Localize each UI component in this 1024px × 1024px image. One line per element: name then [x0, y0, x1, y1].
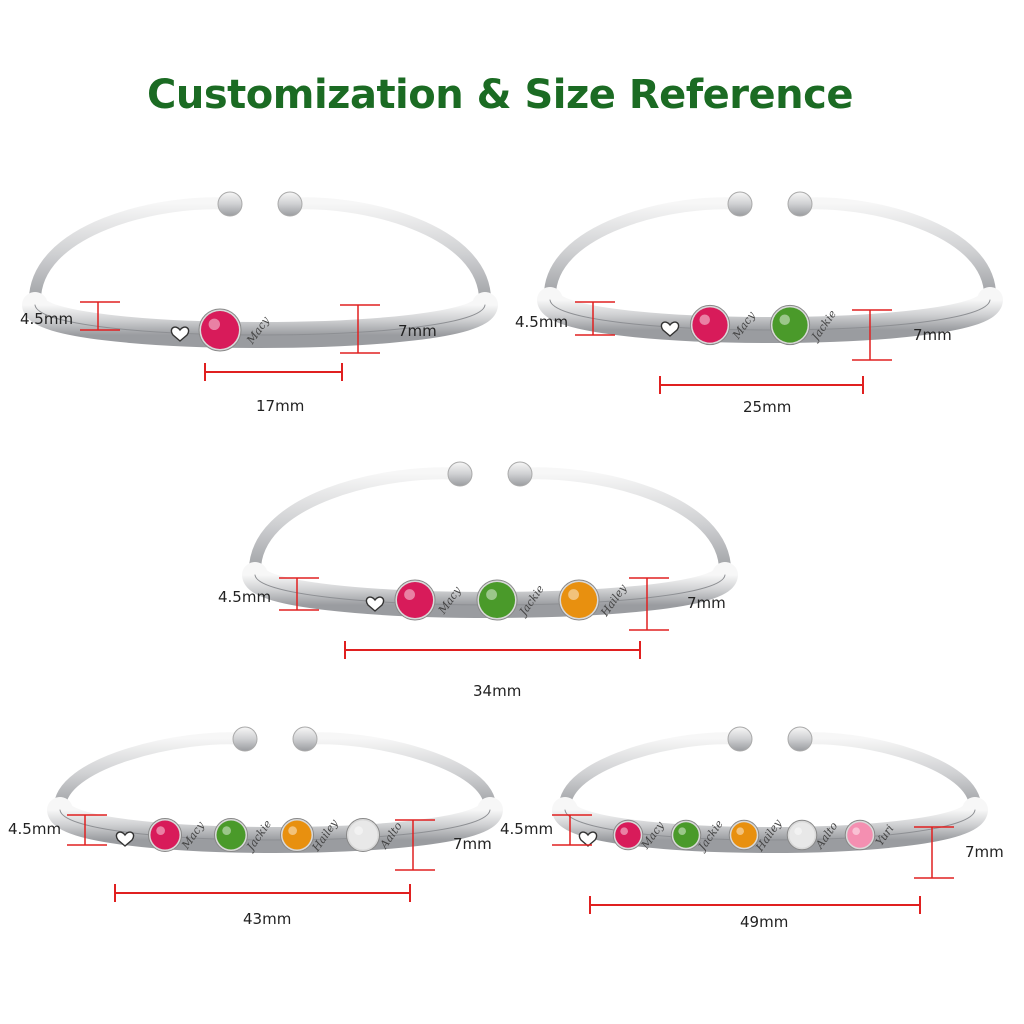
stone-highlight	[736, 827, 744, 835]
thickness-label: 4.5mm	[515, 313, 569, 331]
thickness-label: 4.5mm	[500, 820, 554, 838]
birthstone-peridot	[772, 307, 808, 343]
stone-highlight	[568, 589, 579, 600]
cuff-end-ball	[277, 191, 303, 217]
heart-icon	[365, 596, 385, 612]
height-label: 7mm	[687, 594, 726, 612]
height-label: 7mm	[453, 835, 492, 853]
cuff-band-outline	[564, 809, 976, 841]
cuff-end-ball	[787, 191, 813, 217]
birthstone-ruby	[201, 311, 239, 349]
heart-icon	[660, 321, 680, 337]
birthstone-peridot	[216, 820, 246, 850]
cuff-left-arc	[53, 732, 253, 816]
birthstone-peridot	[478, 581, 516, 619]
cuff-left-arc	[543, 197, 748, 306]
heart-icon	[578, 831, 598, 847]
height-label: 7mm	[965, 843, 1004, 861]
cuff-left-arc	[248, 467, 468, 581]
cuff-band-outline	[34, 304, 486, 336]
cuff-right-arc	[792, 732, 982, 816]
birthstone-diamond	[348, 820, 378, 850]
cuff-end-ball	[507, 461, 533, 487]
stone-highlight	[852, 827, 860, 835]
birthstone-peridot	[673, 822, 699, 848]
width-label: 34mm	[473, 682, 522, 700]
stone-highlight	[779, 314, 790, 325]
cuff-left-arc	[28, 197, 238, 311]
cuff-end-ball	[292, 726, 318, 752]
birthstone-citrine	[560, 581, 598, 619]
bracelet-panel-1-stone: Macy 4.5mm 7mm 17mm	[20, 180, 500, 420]
width-label: 17mm	[256, 397, 305, 415]
height-label: 7mm	[913, 326, 952, 344]
stone-highlight	[288, 826, 298, 835]
heart-icon	[115, 831, 135, 847]
cuff-right-arc	[792, 197, 997, 306]
thickness-label: 4.5mm	[20, 310, 74, 328]
height-label: 7mm	[398, 322, 437, 340]
heart-icon	[170, 326, 190, 342]
cuff-end-ball	[447, 461, 473, 487]
bracelet-art: Macy	[22, 191, 498, 381]
stone-highlight	[156, 826, 165, 835]
stone-highlight	[404, 589, 415, 600]
stone-highlight	[354, 826, 364, 835]
stone-highlight	[208, 318, 220, 330]
cuff-end-ball	[727, 726, 753, 752]
cuff-end-ball	[787, 726, 813, 752]
cuff-right-arc	[512, 467, 732, 581]
cuff-end-ball	[217, 191, 243, 217]
stone-highlight	[620, 827, 628, 835]
stone-highlight	[222, 826, 231, 835]
birthstone-diamond	[789, 822, 815, 848]
stone-highlight	[678, 827, 686, 835]
page-title: Customization & Size Reference	[147, 72, 853, 118]
birthstone-ruby	[615, 822, 641, 848]
thickness-label: 4.5mm	[218, 588, 272, 606]
stone-highlight	[699, 314, 710, 325]
width-label: 25mm	[743, 398, 792, 416]
cuff-right-arc	[297, 732, 497, 816]
width-label: 49mm	[740, 913, 789, 931]
cuff-end-ball	[232, 726, 258, 752]
cuff-right-arc	[282, 197, 492, 311]
birthstone-ruby	[150, 820, 180, 850]
birthstone-pink	[847, 822, 873, 848]
stone-highlight	[486, 589, 498, 600]
birthstone-citrine	[282, 820, 312, 850]
cuff-end-ball	[727, 191, 753, 217]
thickness-label: 4.5mm	[8, 820, 62, 838]
stone-highlight	[794, 827, 802, 835]
birthstone-citrine	[731, 822, 757, 848]
cuff-band-outline	[549, 299, 991, 331]
birthstone-ruby	[396, 581, 434, 619]
width-label: 43mm	[243, 910, 292, 928]
cuff-left-arc	[558, 732, 748, 816]
cuff-band-outline	[59, 809, 491, 841]
birthstone-ruby	[692, 307, 728, 343]
